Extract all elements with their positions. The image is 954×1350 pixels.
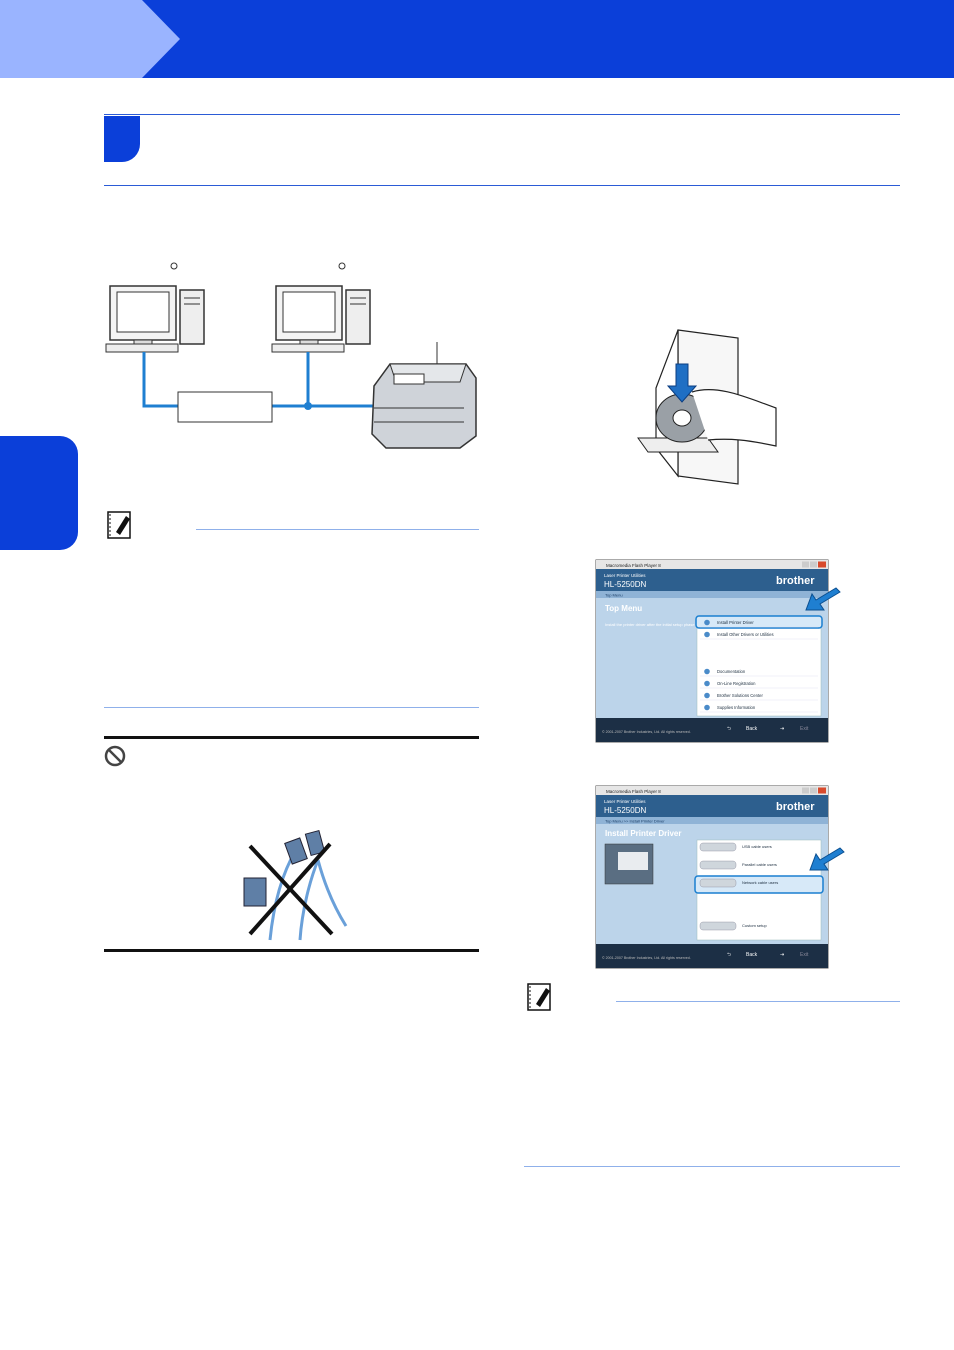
copyright-text: © 2001-2007 Brother Industries, Ltd. All… [602,956,691,960]
menu-item-icon [704,619,710,626]
maximize-button[interactable] [810,787,817,794]
note-bottom-rule [104,707,479,708]
exit-button[interactable]: Exit [800,952,809,958]
model-name: HL-5250DN [604,580,646,589]
brand-logo: brother [776,801,815,813]
menu-item[interactable]: Documentation [717,669,746,674]
back-button[interactable]: Back [746,726,758,732]
cable-option-icon [699,878,737,888]
printer-icon [371,342,477,449]
exit-icon[interactable]: ⇥ [780,952,784,958]
page-description: Install the printer driver after the ini… [605,622,717,627]
network-diagram [105,262,477,449]
cd-insert-figure [637,329,777,485]
menu-item[interactable]: Install Printer Driver [717,620,754,625]
exit-icon[interactable]: ⇥ [780,726,784,732]
menu-item-icon [704,692,710,699]
menu-item-icon [704,680,710,687]
minimize-button[interactable] [802,561,809,568]
pointer-arrow-icon [809,847,845,871]
pointer-arrow-icon [805,587,841,611]
menu-item-icon [704,668,710,675]
back-arrow-icon[interactable]: ⮌ [727,725,731,732]
side-tab [0,436,78,550]
note-icon [527,983,551,1011]
menu-item[interactable]: Install Other Drivers or Utilities [717,632,774,637]
page-heading: Top Menu [605,604,642,613]
step-badge [104,116,140,162]
driver-option[interactable]: Parallel cable users [742,862,777,867]
section-top-rule [104,114,900,115]
note-top-rule [616,1001,900,1002]
model-name: HL-5250DN [604,806,646,815]
driver-option[interactable]: Custom setup [742,923,767,928]
note-top-rule [196,529,479,530]
screenshot-top-menu: Macromedia Flash Player 8 Laser Printer … [595,559,829,743]
page-heading: Install Printer Driver [605,829,681,838]
app-subtitle: Laser Printer Utilities [604,573,646,578]
close-button[interactable] [818,787,826,794]
app-subtitle: Laser Printer Utilities [604,799,646,804]
screenshot-install-driver: Macromedia Flash Player 8 Laser Printer … [595,785,829,969]
driver-option[interactable]: USB cable users [742,844,772,849]
maximize-button[interactable] [810,561,817,568]
minimize-button[interactable] [802,787,809,794]
prohibit-top-rule [104,736,479,739]
back-arrow-icon[interactable]: ⮌ [727,951,731,958]
copyright-text: © 2001-2007 Brother Industries, Ltd. All… [602,730,691,734]
breadcrumb: Top Menu >> Install Printer Driver [605,819,665,824]
menu-item[interactable]: Supplies Information [717,705,756,710]
hand-icon [691,389,777,447]
cable-option-icon [699,842,737,852]
computer-icon [105,285,205,353]
driver-option[interactable]: Network cable users [742,880,778,885]
exit-button[interactable]: Exit [800,726,809,732]
note-bottom-rule [524,1166,900,1167]
window-title: Macromedia Flash Player 8 [606,563,661,568]
note-icon [107,511,131,539]
crossed-cables-figure [243,829,348,941]
breadcrumb: Top Menu [605,593,623,598]
header-step-chevron [0,0,180,78]
cable-option-icon [699,860,737,870]
install-driver-highlight[interactable] [695,615,823,629]
menu-item-icon [704,704,710,711]
prohibit-icon [104,745,126,767]
menu-item-icon [704,631,710,638]
arrow-down-icon [666,363,698,403]
section-bottom-rule [104,185,900,186]
brand-logo: brother [776,575,815,587]
cable-option-icon [699,921,737,931]
prohibit-bottom-rule [104,949,479,952]
back-button[interactable]: Back [746,952,758,958]
close-button[interactable] [818,561,826,568]
computer-icon [271,285,371,353]
window-title: Macromedia Flash Player 8 [606,789,661,794]
menu-item[interactable]: On-Line Registration [717,681,756,686]
menu-item[interactable]: Brother Solutions Center [717,693,763,698]
